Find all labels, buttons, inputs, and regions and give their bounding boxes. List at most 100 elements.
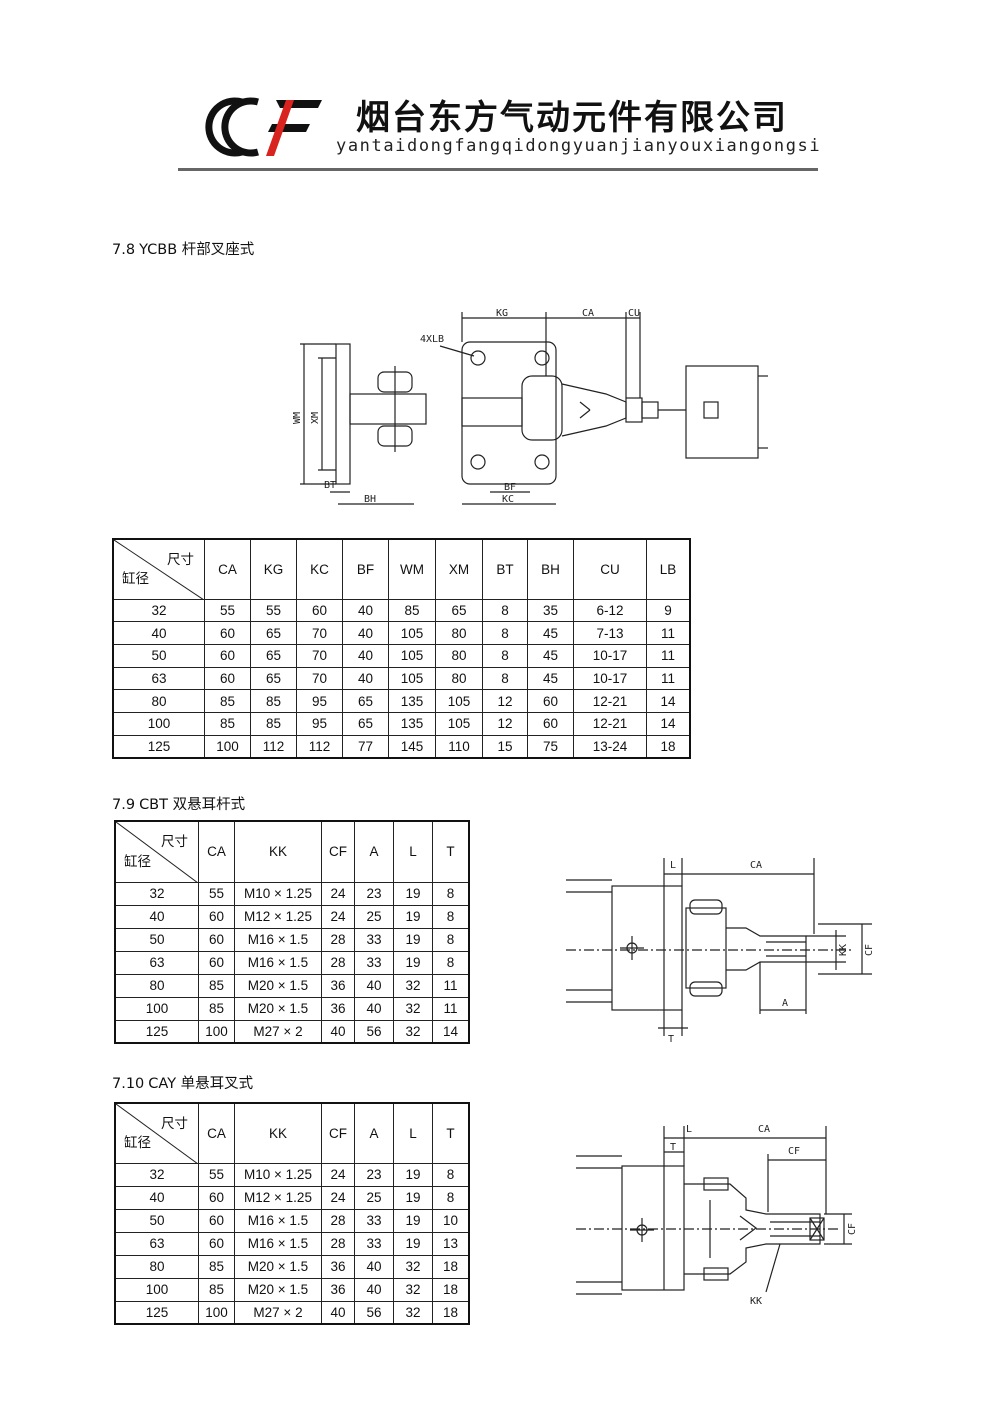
drawing-label-cf-vertical: CF [847, 1223, 858, 1235]
value-cell: 85 [250, 711, 297, 736]
value-cell: 33 [354, 1231, 394, 1256]
column-header: T [432, 1102, 470, 1164]
value-cell: 112 [296, 734, 343, 759]
value-cell: 8 [482, 666, 528, 691]
value-cell: 23 [354, 881, 394, 906]
value-cell: 25 [354, 1185, 394, 1210]
value-cell: 45 [527, 621, 574, 645]
table-corner-header: 尺寸 缸径 [114, 1102, 199, 1164]
column-header: KC [296, 538, 343, 600]
value-cell: 8 [432, 881, 470, 906]
value-cell: 60 [198, 1185, 235, 1210]
company-name-en: yantaidongfangqidongyuanjianyouxiangongs… [336, 136, 822, 156]
value-cell: 36 [321, 1254, 355, 1279]
corner-label-bore: 缸径 [122, 570, 149, 586]
section-number: 7.10 [112, 1076, 145, 1092]
bore-cell: 40 [112, 621, 205, 645]
value-cell: 12-21 [573, 689, 647, 713]
bore-cell: 32 [112, 598, 205, 623]
value-cell: 19 [393, 904, 433, 929]
value-cell: 24 [321, 904, 355, 929]
value-cell: 32 [393, 996, 433, 1021]
drawing-label-4xlb: 4XLB [420, 334, 444, 345]
column-header: BH [527, 538, 574, 600]
value-cell: 85 [204, 689, 251, 713]
corner-label-bore: 缸径 [124, 1134, 151, 1150]
value-cell: 19 [393, 1231, 433, 1256]
section-name: YCBB 杆部叉座式 [139, 242, 255, 258]
value-cell: 70 [296, 621, 343, 645]
value-cell: M10 × 1.25 [234, 1162, 322, 1187]
value-cell: 11 [432, 973, 470, 998]
value-cell: 100 [204, 734, 251, 759]
value-cell: 13-24 [573, 734, 647, 759]
column-header: BF [342, 538, 389, 600]
value-cell: 80 [435, 666, 483, 691]
value-cell: 10-17 [573, 643, 647, 668]
bore-cell: 125 [112, 734, 205, 759]
ycbb-drawing: KG CA CU 4XLB WM XM BT BH BF KC [292, 308, 768, 505]
drawing-label-ca: CA [582, 308, 594, 319]
drawing-label-wm: WM [292, 412, 303, 424]
column-header: L [393, 820, 433, 883]
value-cell: 35 [527, 598, 574, 623]
section-number: 7.9 [112, 797, 136, 813]
bore-cell: 80 [114, 973, 199, 998]
value-cell: 135 [388, 689, 436, 713]
drawing-label-l: L [686, 1124, 692, 1135]
value-cell: M10 × 1.25 [234, 881, 322, 906]
value-cell: 9 [646, 598, 691, 623]
bore-cell: 50 [114, 927, 199, 952]
bore-cell: 40 [114, 1185, 199, 1210]
column-header: WM [388, 538, 436, 600]
value-cell: 60 [198, 927, 235, 952]
bore-cell: 125 [114, 1019, 199, 1044]
drawing-label-bf: BF [504, 482, 516, 493]
column-header: A [354, 820, 394, 883]
bore-cell: 63 [114, 950, 199, 975]
column-header: LB [646, 538, 691, 600]
value-cell: 32 [393, 1277, 433, 1302]
value-cell: 85 [198, 1254, 235, 1279]
value-cell: 12-21 [573, 711, 647, 736]
drawing-label-t: T [670, 1142, 676, 1153]
value-cell: 28 [321, 950, 355, 975]
value-cell: 8 [432, 1162, 470, 1187]
drawing-label-a: A [782, 998, 788, 1009]
drawing-label-xm: XM [310, 412, 321, 424]
value-cell: 8 [482, 621, 528, 645]
bore-cell: 40 [114, 904, 199, 929]
value-cell: 40 [354, 1277, 394, 1302]
value-cell: 8 [432, 904, 470, 929]
value-cell: 100 [198, 1019, 235, 1044]
corner-label-size: 尺寸 [167, 552, 194, 567]
value-cell: 40 [354, 973, 394, 998]
value-cell: 19 [393, 1185, 433, 1210]
value-cell: 24 [321, 1162, 355, 1187]
value-cell: 40 [342, 643, 389, 668]
column-header: T [432, 820, 470, 883]
value-cell: 32 [393, 1019, 433, 1044]
drawing-label-cf: CF [864, 944, 875, 956]
value-cell: 32 [393, 973, 433, 998]
value-cell: 40 [342, 621, 389, 645]
value-cell: 14 [646, 711, 691, 736]
table-corner-header: 尺寸 缸径 [112, 538, 205, 600]
value-cell: 77 [342, 734, 389, 759]
value-cell: 11 [646, 643, 691, 668]
value-cell: 40 [321, 1019, 355, 1044]
